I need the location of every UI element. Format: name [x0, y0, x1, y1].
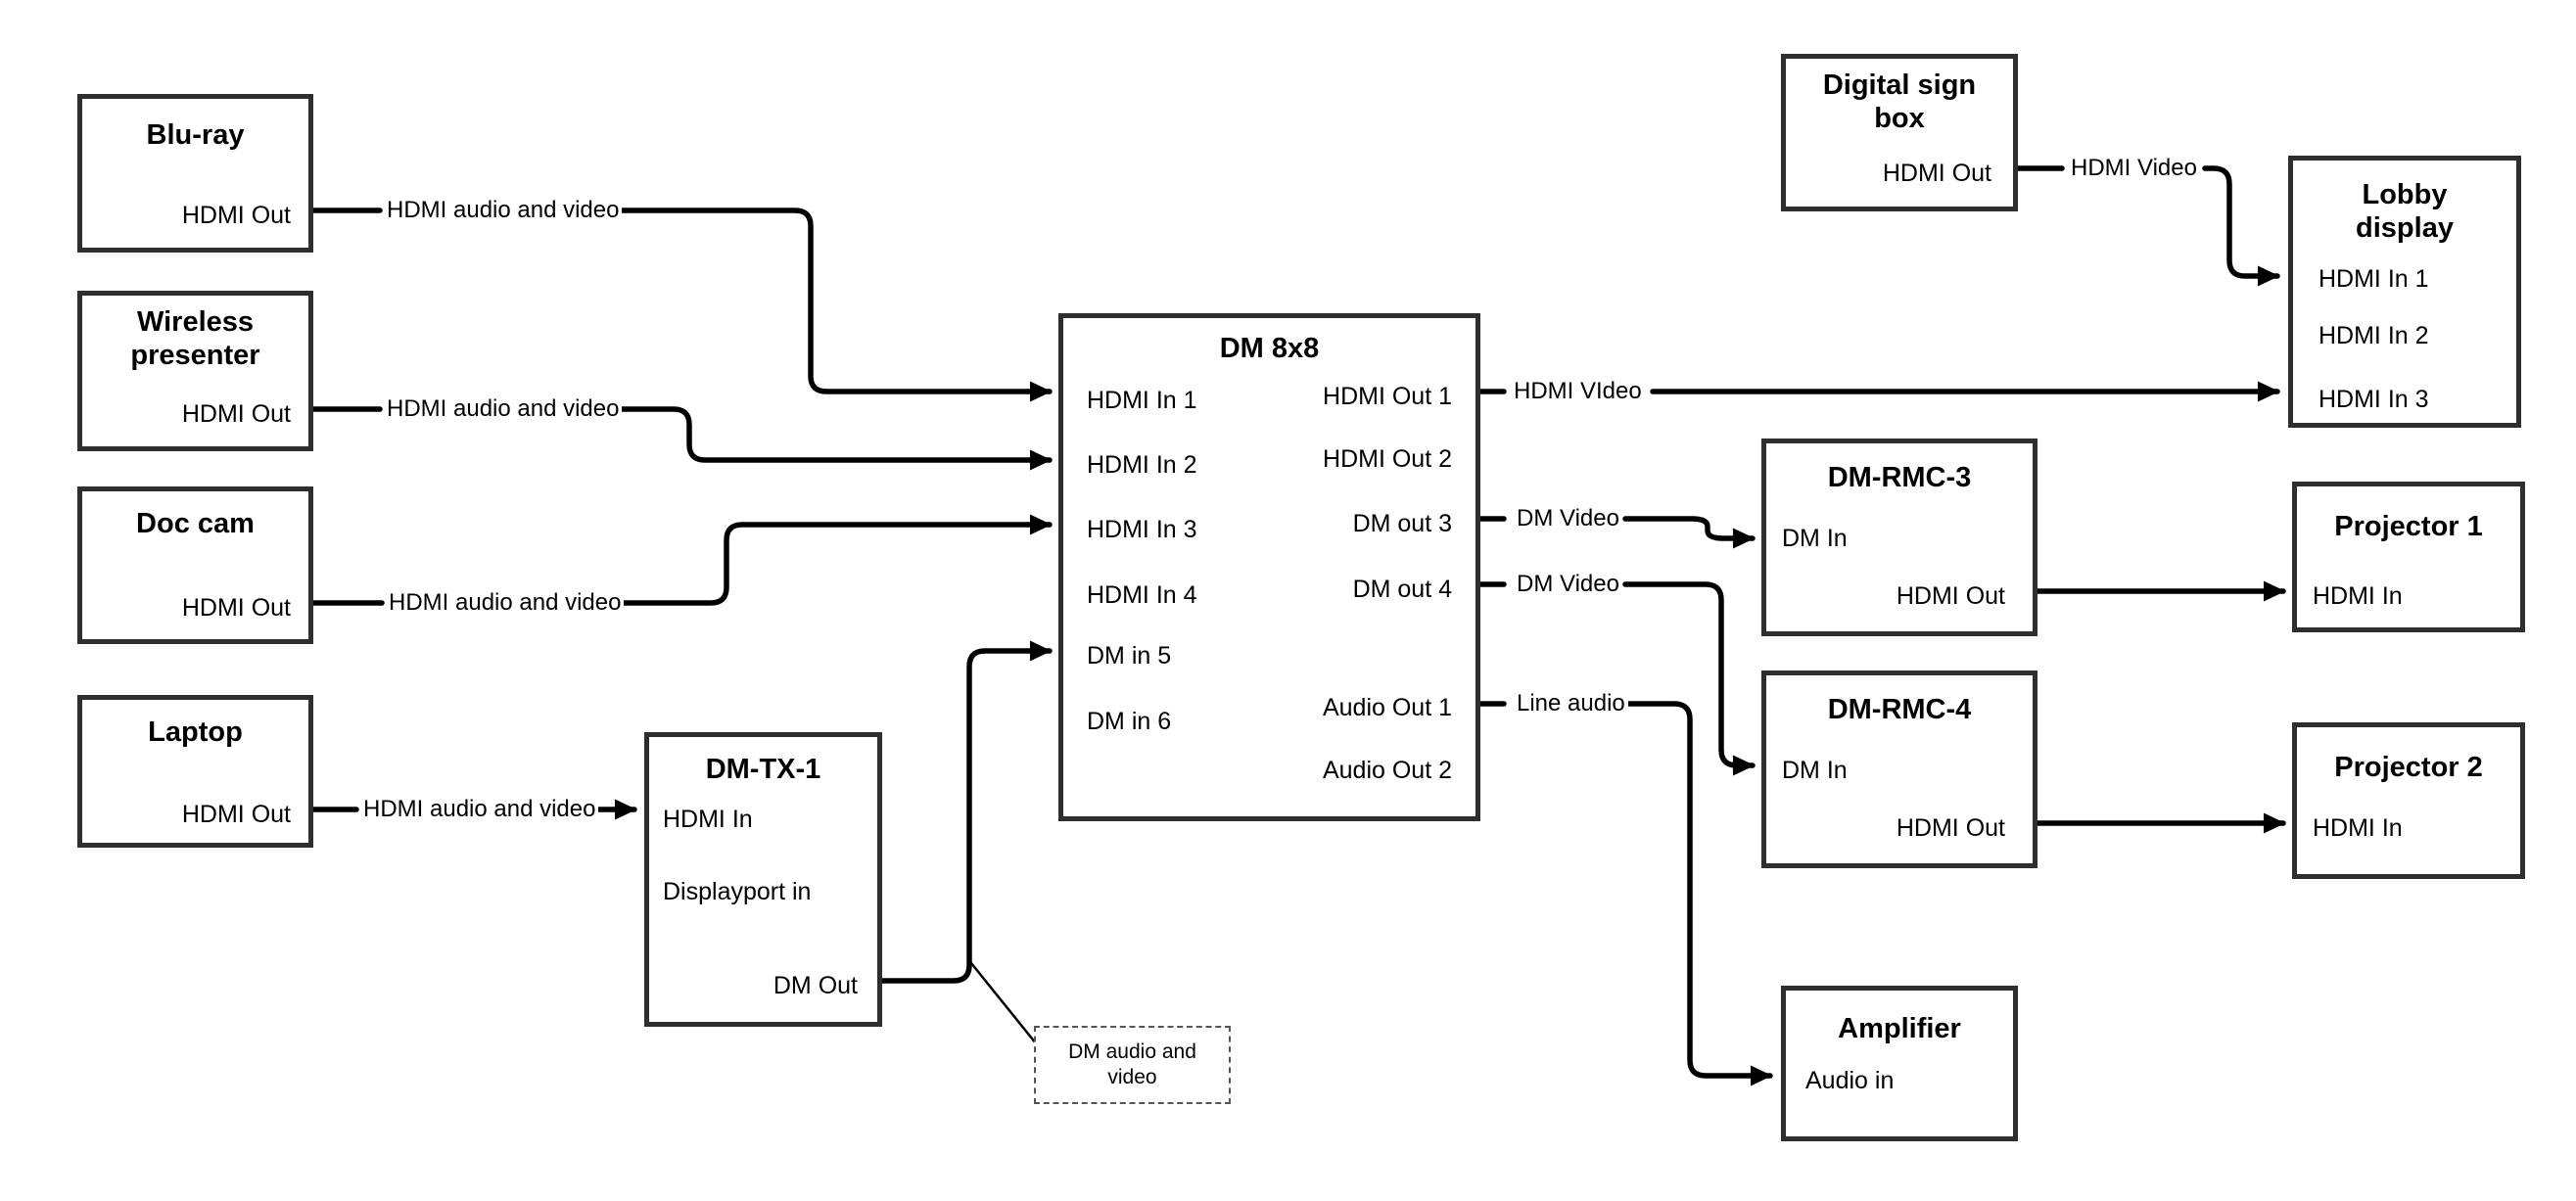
port-dm-out: DM Out [773, 972, 858, 999]
port-hdmi-in: HDMI In [2313, 814, 2403, 842]
wire-label-audio-out1: Line audio [1514, 690, 1628, 717]
box-title: DM-TX-1 [705, 754, 821, 785]
box-title: DM 8x8 [1219, 333, 1320, 364]
box-title: DM-RMC-4 [1827, 694, 1972, 725]
port-dm-out-4: DM out 4 [1352, 576, 1452, 603]
wire-dm8x8-out4-to-rmc4 [1622, 581, 1756, 776]
device-box-dm-rmc-3: DM-RMC-3 DM In HDMI Out [1761, 439, 2037, 636]
note-leader-line [969, 961, 1038, 1045]
wire-doccam-to-dm8x8-in3 [618, 514, 1053, 606]
port-hdmi-out: HDMI Out [181, 594, 291, 622]
port-dm-in: DM In [1782, 757, 1848, 784]
box-title: Projector 2 [2334, 752, 2483, 783]
port-hdmi-in-1: HDMI In 1 [1087, 387, 1197, 414]
port-hdmi-in-2: HDMI In 2 [1087, 451, 1197, 479]
port-hdmi-in-2: HDMI In 2 [2318, 322, 2429, 349]
wire-label-laptop: HDMI audio and video [360, 796, 599, 823]
device-box-wireless-presenter: Wireless presenter HDMI Out [77, 291, 313, 451]
port-dm-in-6: DM in 6 [1087, 708, 1172, 735]
port-hdmi-in-1: HDMI In 1 [2318, 265, 2429, 293]
box-title: Blu-ray [146, 119, 245, 151]
wire-label-doccam: HDMI audio and video [386, 589, 625, 617]
device-box-amplifier: Amplifier Audio in [1781, 986, 2018, 1141]
wire-label-dm-out3: DM Video [1514, 505, 1622, 532]
wire-wireless-to-dm8x8-in2 [614, 406, 1053, 471]
device-box-laptop: Laptop HDMI Out [77, 695, 313, 848]
port-hdmi-in: HDMI In [663, 806, 753, 833]
box-title: Wireless presenter [130, 306, 260, 371]
port-hdmi-out: HDMI Out [181, 801, 291, 828]
port-hdmi-in: HDMI In [2313, 582, 2403, 610]
device-box-dm-8x8: DM 8x8 HDMI In 1 HDMI In 2 HDMI In 3 HDM… [1058, 313, 1480, 821]
port-dm-out-3: DM out 3 [1352, 510, 1452, 537]
device-box-projector-2: Projector 2 HDMI In [2292, 722, 2525, 879]
device-box-blu-ray: Blu-ray HDMI Out [77, 94, 313, 253]
wire-dmtx-to-dm8x8-in5 [879, 640, 1053, 984]
device-box-dm-rmc-4: DM-RMC-4 DM In HDMI Out [1761, 670, 2037, 868]
box-title: Doc cam [136, 508, 255, 539]
box-title: Projector 1 [2334, 511, 2483, 542]
box-title: Laptop [148, 716, 243, 748]
port-audio-out-2: Audio Out 2 [1322, 757, 1452, 784]
wire-label-digital-sign: HDMI Video [2068, 155, 2200, 182]
port-hdmi-out: HDMI Out [1896, 814, 2005, 842]
port-hdmi-out: HDMI Out [181, 202, 291, 229]
device-box-lobby-display: Lobby display HDMI In 1 HDMI In 2 HDMI I… [2288, 156, 2521, 428]
wire-digisign-to-lobby-in1 [2202, 165, 2280, 287]
port-hdmi-out: HDMI Out [1882, 160, 1991, 187]
port-hdmi-out: HDMI Out [181, 400, 291, 428]
device-box-doc-cam: Doc cam HDMI Out [77, 486, 313, 644]
wire-label-wireless: HDMI audio and video [384, 395, 623, 423]
port-hdmi-in-3: HDMI In 3 [1087, 516, 1197, 543]
port-hdmi-in-3: HDMI In 3 [2318, 386, 2429, 413]
wire-dm8x8-out3-to-rmc3 [1622, 516, 1756, 549]
port-hdmi-out-2: HDMI Out 2 [1323, 445, 1452, 473]
wire-label-hdmi-out1: HDMI VIdeo [1511, 378, 1645, 405]
wire-bluray-to-dm8x8-in1 [618, 208, 1053, 402]
wire-dm8x8-audio1-to-amplifier [1616, 701, 1773, 1086]
port-dm-in-5: DM in 5 [1087, 642, 1172, 670]
port-audio-in: Audio in [1805, 1067, 1895, 1094]
box-title: DM-RMC-3 [1827, 462, 1972, 493]
wire-label-dm-out4: DM Video [1514, 571, 1622, 598]
port-hdmi-out: HDMI Out [1896, 582, 2005, 610]
device-box-digital-sign: Digital sign box HDMI Out [1781, 54, 2018, 211]
box-title: Lobby display [2356, 179, 2454, 244]
port-dm-in: DM In [1782, 525, 1848, 552]
device-box-dm-tx-1: DM-TX-1 HDMI In Displayport in DM Out [644, 732, 882, 1027]
port-audio-out-1: Audio Out 1 [1322, 694, 1452, 721]
wire-label-bluray: HDMI audio and video [384, 197, 623, 224]
box-title: Amplifier [1838, 1013, 1961, 1044]
device-box-projector-1: Projector 1 HDMI In [2292, 482, 2525, 632]
box-title: Digital sign box [1822, 69, 1977, 134]
port-hdmi-out-1: HDMI Out 1 [1323, 383, 1452, 410]
port-displayport-in: Displayport in [663, 878, 812, 905]
annotation-dm-audio-video: DM audio and video [1034, 1026, 1231, 1104]
port-hdmi-in-4: HDMI In 4 [1087, 581, 1197, 609]
